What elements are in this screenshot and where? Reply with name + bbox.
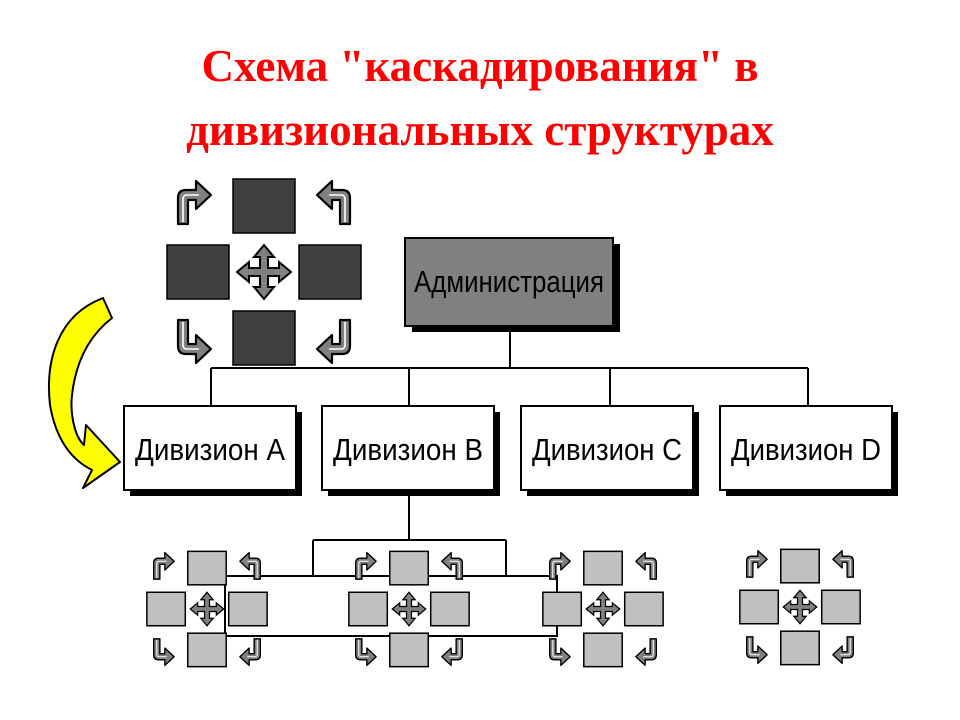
bent-arrow-icon [745,549,768,578]
administration-label: Администрация [414,264,604,299]
division-label-c: Дивизион C [532,432,682,467]
cluster-square [187,550,227,586]
four-way-move-icon [189,591,225,627]
cluster-square [227,591,268,627]
division-box-d: Дивизион D [719,405,898,496]
bent-arrow-icon [548,638,571,667]
division-label-a: Дивизион A [135,432,285,467]
cluster-square [187,632,227,668]
division-label-b: Дивизион B [333,432,483,467]
cluster-square [146,591,187,627]
page-title: Схема "каскадирования" в дивизиональных … [0,34,960,162]
cluster-square [623,591,664,627]
cluster-square [232,178,296,234]
title-line-2: дивизиональных структурах [186,105,774,155]
bent-arrow-icon [176,179,213,226]
four-way-move-icon [391,591,427,627]
bent-arrow-icon [832,636,855,665]
cluster-square [298,244,362,300]
division-box-a: Дивизион A [123,405,302,496]
cluster-square [348,591,389,627]
cluster-square [780,548,820,584]
cluster-small-b [348,550,470,668]
division-label-d: Дивизион D [731,432,881,467]
cascade-clusters [146,178,861,668]
cluster-square [429,591,470,627]
curved-arrow-down-icon [48,297,121,489]
four-way-move-icon [585,591,621,627]
bent-arrow-icon [152,551,175,580]
cluster-large [166,178,362,366]
bent-arrow-icon [354,638,377,667]
cluster-square [166,244,230,300]
bent-arrow-icon [832,549,855,578]
administration-box: Администрация [404,237,620,332]
bent-arrow-icon [635,638,658,667]
cluster-small-a [146,550,268,668]
cluster-square [542,591,583,627]
bent-arrow-icon [315,318,352,365]
four-way-move-icon [236,244,292,300]
bent-arrow-icon [441,638,464,667]
bent-arrow-icon [239,638,262,667]
division-box-c: Дивизион C [520,405,699,496]
title-line-1: Схема "каскадирования" в [201,41,759,91]
four-way-move-icon [782,589,818,625]
cluster-square [232,310,296,366]
cluster-square [389,632,429,668]
bent-arrow-icon [315,179,352,226]
bent-arrow-icon [152,638,175,667]
bent-arrow-icon [176,318,213,365]
bent-arrow-icon [635,551,658,580]
cluster-square [583,550,623,586]
bent-arrow-icon [745,636,768,665]
cluster-small-d [739,548,861,666]
cluster-square [820,589,861,625]
cluster-square [739,589,780,625]
division-box-b: Дивизион B [321,405,500,496]
cluster-small-c [542,550,664,668]
cluster-square [389,550,429,586]
cluster-square [583,632,623,668]
cluster-square [780,630,820,666]
bent-arrow-icon [548,551,571,580]
